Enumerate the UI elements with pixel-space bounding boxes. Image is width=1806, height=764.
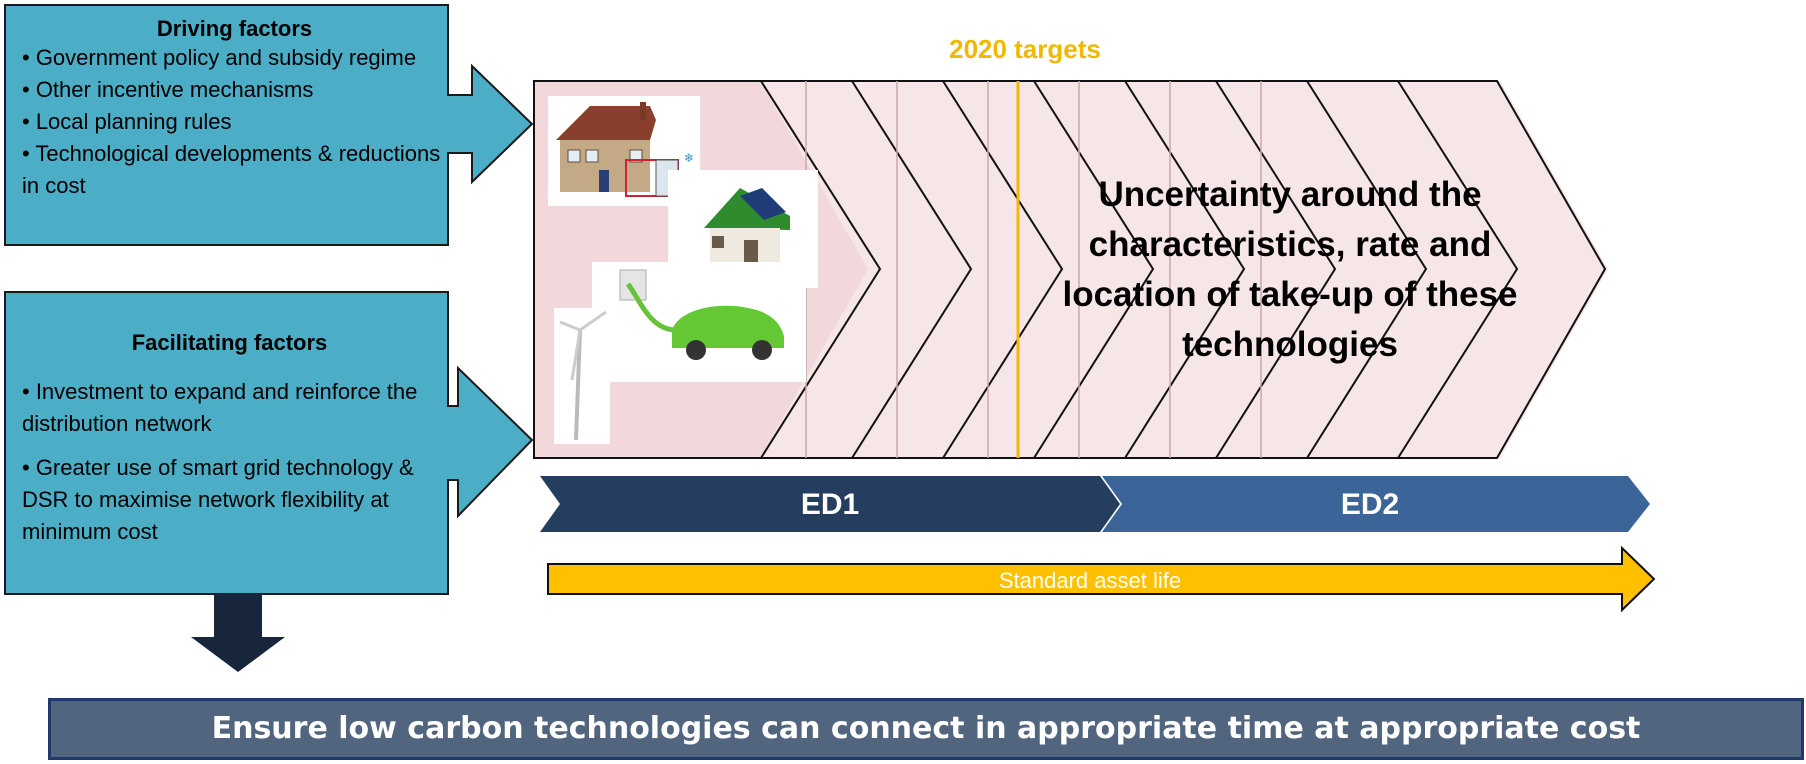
conclusion-banner: Ensure low carbon technologies can conne… — [48, 698, 1804, 760]
driving-factors-title: Driving factors — [156, 16, 313, 41]
facilitating-factors-box — [4, 291, 534, 595]
driving-factors-box — [4, 4, 534, 246]
ed2-label: ED2 — [1340, 488, 1400, 521]
ed2-arrow — [1102, 476, 1650, 532]
wind-turbine-image — [554, 308, 610, 444]
svg-text:❄: ❄ — [684, 151, 694, 165]
down-arrow — [191, 594, 285, 672]
driving-factor-item: • Government policy and subsidy regime — [22, 45, 417, 70]
ed1-arrow — [540, 476, 1120, 532]
driving-factor-item: • Technological developments & reduction… — [22, 141, 441, 198]
driving-factor-item: • Other incentive mechanisms — [22, 77, 314, 102]
target-2020-label: 2020 targets — [949, 34, 1101, 64]
ed1-label: ED1 — [800, 488, 860, 521]
driving-factors-text: Driving factors • Government policy and … — [22, 16, 447, 202]
electric-car-image — [592, 262, 806, 382]
driving-factor-item: • Local planning rules — [22, 109, 232, 134]
facilitating-factor-item: • Investment to expand and reinforce the… — [22, 379, 418, 436]
asset-life-label: Standard asset life — [998, 568, 1182, 593]
facilitating-factors-title: Facilitating factors — [131, 330, 328, 355]
facilitating-factors-text: Facilitating factors • Investment to exp… — [22, 330, 437, 548]
asset-life-arrow — [547, 545, 1656, 613]
facilitating-factor-item: • Greater use of smart grid technology &… — [22, 455, 414, 544]
uncertainty-text: Uncertainty around the characteristics, … — [1062, 175, 1518, 364]
